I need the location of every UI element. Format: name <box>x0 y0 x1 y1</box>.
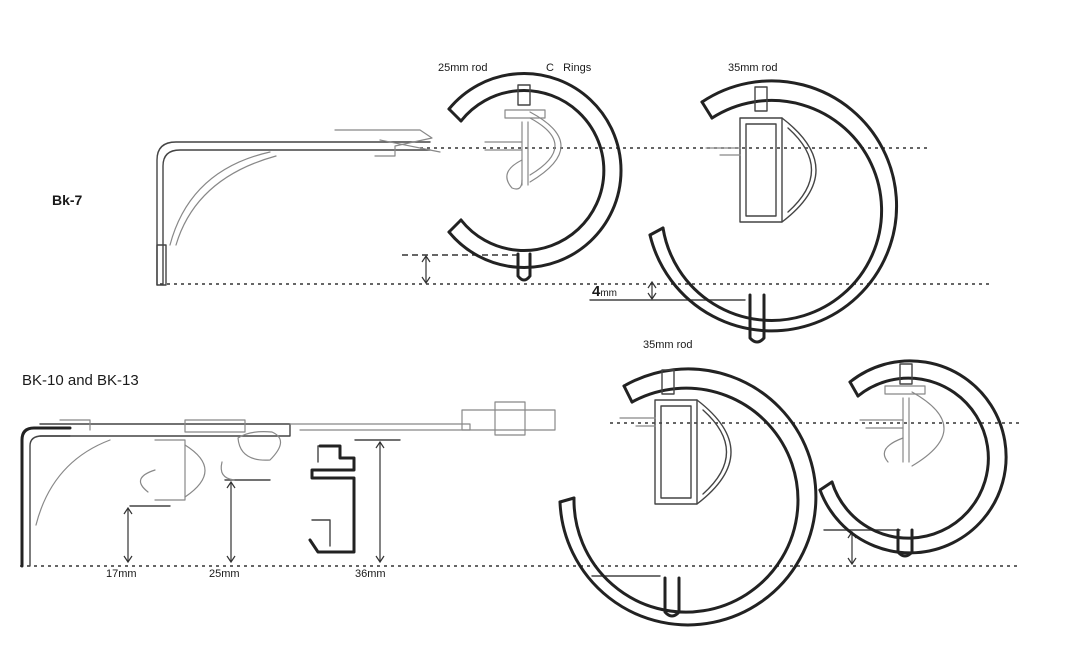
bk10-bk13-title: BK-10 and BK-13 <box>22 372 139 389</box>
c-ring-25mm <box>447 72 623 282</box>
small-rod-25mm <box>220 431 282 481</box>
bk7-dimension-arrows <box>421 254 657 301</box>
c-rings-label: C Rings <box>546 62 592 74</box>
dim-25mm-label: 25mm <box>209 568 240 580</box>
dim-17mm-label: 17mm <box>106 568 137 580</box>
c-ring-right <box>818 359 1008 558</box>
bk7-guide-lines <box>160 147 990 301</box>
gap-unit: mm <box>600 288 618 299</box>
c-ring-35mm-bottom <box>558 367 818 627</box>
rod-35mm-label-bottom: 35mm rod <box>643 339 693 351</box>
bk10-dimension-arrows <box>123 440 857 566</box>
rod-right <box>859 385 945 467</box>
gap-value: 4 <box>592 283 601 300</box>
c-ring-35mm-top <box>648 79 899 344</box>
small-rod-17mm <box>139 439 206 501</box>
rod-36mm-profile <box>308 444 356 554</box>
rod-25mm <box>484 109 562 190</box>
rod-35mm-label-top: 35mm rod <box>728 62 778 74</box>
rod-35mm-top <box>705 117 817 223</box>
rod-25mm-label: 25mm rod <box>438 62 488 74</box>
bk7-title: Bk-7 <box>52 192 83 208</box>
rod-35mm-bottom <box>619 399 732 505</box>
gap-4mm-label: 4mm <box>592 284 617 300</box>
bk7-bracket <box>156 129 441 286</box>
bk10-bracket <box>20 401 556 568</box>
dim-36mm-label: 36mm <box>355 568 386 580</box>
